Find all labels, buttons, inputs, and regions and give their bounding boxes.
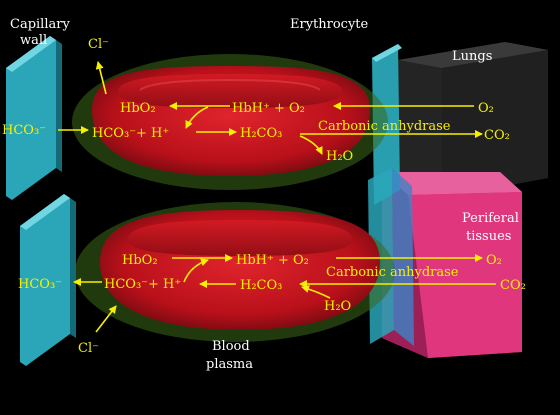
top-enzyme: Carbonic anhydrase [318, 119, 451, 134]
plasma-label-line1: Blood [212, 339, 250, 354]
bottom-hco3-inside: HCO₃⁻+ H⁺ [104, 277, 181, 292]
erythrocyte-top [72, 54, 388, 190]
erythrocyte-bottom [75, 202, 395, 342]
bottom-cl-text: Cl⁻ [78, 341, 99, 356]
lungs-box [398, 42, 548, 198]
top-cl-arrow [95, 61, 107, 95]
bottom-enzyme: Carbonic anhydrase [326, 265, 459, 280]
bottom-hplus-curve [183, 258, 209, 283]
bottom-cl-arrow [95, 305, 117, 333]
capillary-wall-bottom [20, 194, 76, 366]
erythrocyte-label: Erythrocyte [290, 17, 369, 32]
top-hbo2: HbO₂ [120, 101, 156, 116]
top-hco3-inside: HCO₃⁻+ H⁺ [92, 126, 169, 141]
tissues-label-line1: Periferal [462, 211, 519, 226]
capillary-wall-label-line1: Capillary [10, 17, 70, 32]
top-co2-right: CO₂ [484, 128, 510, 143]
top-h2o-curve [299, 135, 323, 155]
bottom-co2-right: CO₂ [500, 278, 526, 293]
bottom-hbh-o2: HbH⁺ + O₂ [236, 253, 309, 268]
lungs-label: Lungs [452, 49, 492, 64]
tissues-label-line2: tissues [466, 229, 511, 244]
top-o2-right: O₂ [478, 101, 494, 116]
top-hplus-curve [185, 106, 209, 129]
top-h2co3: H₂CO₃ [240, 126, 282, 141]
top-reactions [58, 61, 483, 155]
capillary-wall-label-line2: wall [20, 33, 47, 48]
bottom-h2co3: H₂CO₃ [240, 278, 282, 293]
capillary-wall-top [6, 36, 62, 200]
bottom-hbo2: HbO₂ [122, 253, 158, 268]
bottom-h2o-curve [301, 285, 331, 299]
bottom-o2-right: O₂ [486, 253, 502, 268]
top-cl-text: Cl⁻ [88, 37, 109, 52]
plasma-label-line2: plasma [206, 357, 253, 372]
bottom-h2o: H₂O [324, 299, 351, 314]
top-hbh-o2: HbH⁺ + O₂ [232, 101, 305, 116]
bottom-reactions [73, 254, 496, 333]
bottom-hco3-outside: HCO₃⁻ [18, 277, 62, 292]
top-h2o: H₂O [326, 149, 353, 164]
top-hco3-outside: HCO₃⁻ [2, 123, 46, 138]
